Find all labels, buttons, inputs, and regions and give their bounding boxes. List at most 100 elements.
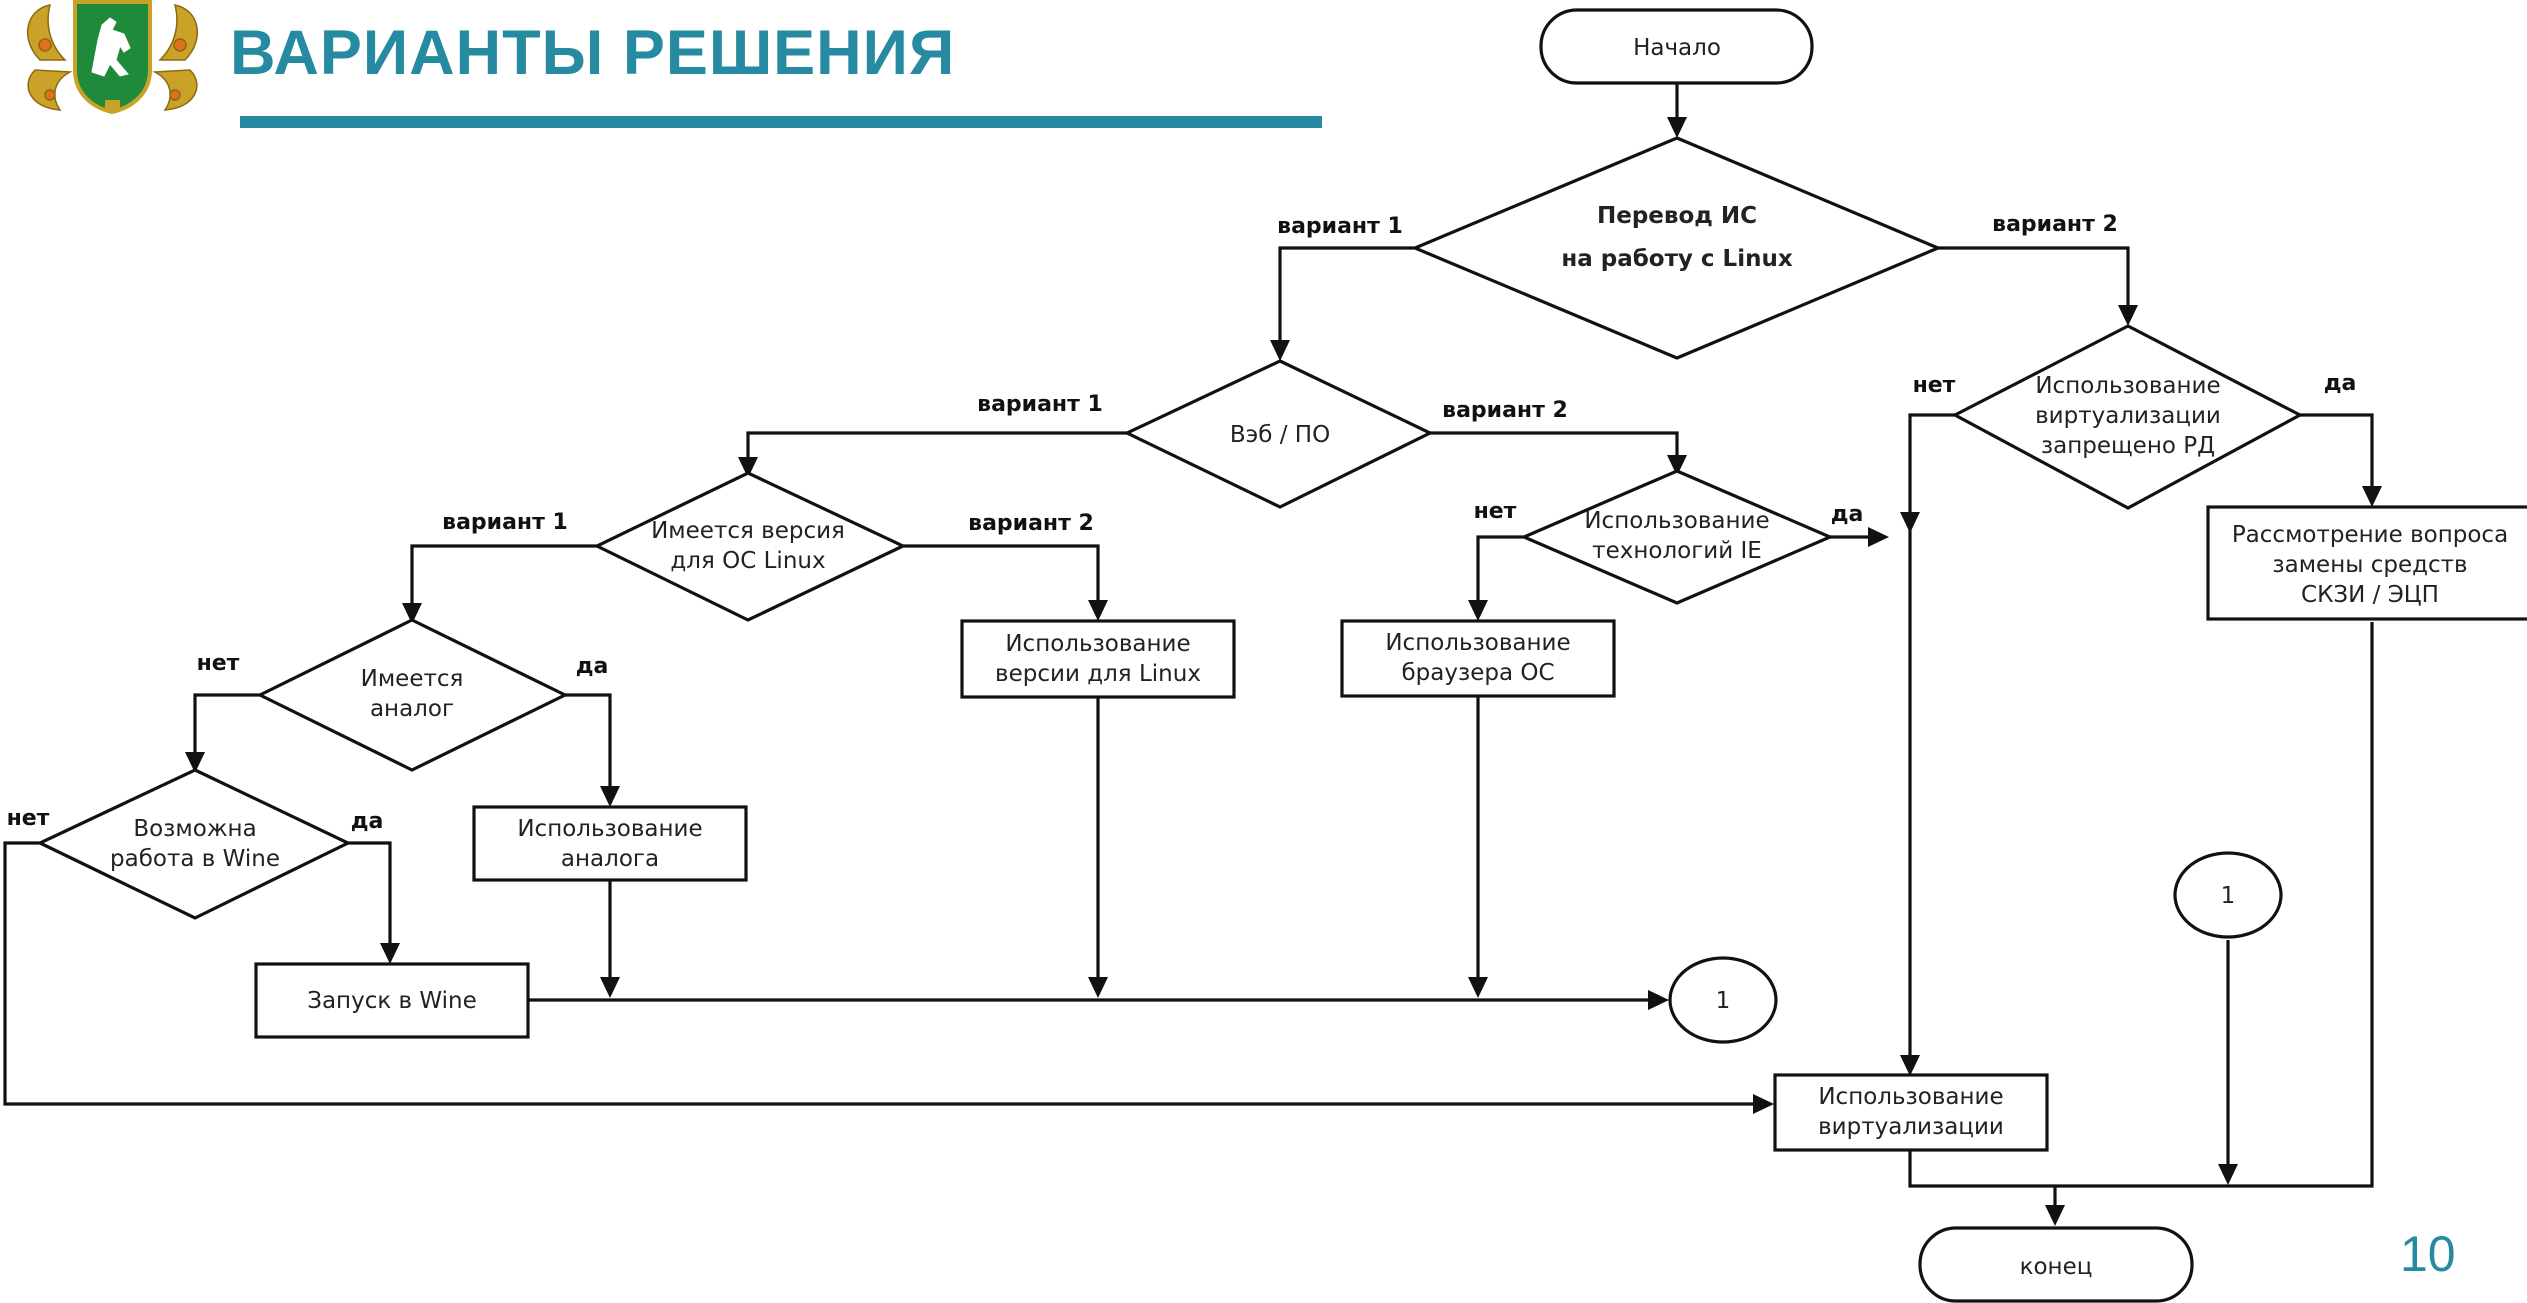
arrowhead [1667, 117, 1687, 138]
arrowhead [1468, 600, 1488, 621]
edge-linux-use-version [903, 544, 1100, 606]
os-browser-label-line1: Использование [1385, 630, 1570, 656]
edge-label-ie-yes: да [1831, 502, 1864, 527]
edge-label-virt-no: нет [1913, 373, 1956, 398]
web-sw-label: Вэб / ПО [1230, 422, 1330, 448]
connector-b-label: 1 [2221, 883, 2236, 909]
arrowhead [600, 977, 620, 998]
ie-decision [1519, 469, 1835, 605]
transfer-decision [1410, 136, 1943, 360]
os-browser-box [1340, 619, 1616, 698]
edge-web-ie [1430, 431, 1679, 455]
edge-label-transfer-v2: вариант 2 [1992, 212, 2118, 237]
arrowhead [1753, 1094, 1774, 1114]
edge-label-web-v2: вариант 2 [1442, 398, 1568, 423]
edge-virt-forbidden-yes [2300, 413, 2374, 495]
edge-label-linux-v1: вариант 1 [442, 510, 568, 535]
page-title: ВАРИАНТЫ РЕШЕНИЯ [230, 18, 956, 88]
edge-label-virt-yes: да [2324, 371, 2357, 396]
edge-wine-q-use-virt [3, 841, 1758, 1106]
edge-transfer-virt-forbidden [1938, 246, 2130, 305]
edge-label-wine-no: нет [7, 806, 50, 831]
web-sw-decision [1123, 359, 1434, 509]
use-analog-box [472, 805, 748, 882]
use-virt-label-line1: Использование [1818, 1084, 2003, 1110]
virt-forbidden-decision [1951, 324, 2304, 510]
end-terminator [1918, 1226, 2194, 1303]
arrowhead [2045, 1205, 2065, 1226]
use-analog-label-line1: Использование [517, 816, 702, 842]
arrowhead [1648, 990, 1669, 1010]
edge-label-analog-no: нет [197, 651, 240, 676]
ie-label-line1: Использование [1584, 508, 1769, 534]
arrowhead [1667, 455, 1687, 476]
use-virt-box [1773, 1073, 2049, 1152]
ie-label-line2: технологий IE [1592, 538, 1762, 564]
title-underline [240, 116, 1322, 128]
skzi-label-line2: замены средств [2272, 552, 2467, 578]
arrowhead [1468, 977, 1488, 998]
use-analog-label-line2: аналога [561, 846, 659, 872]
edge-ie-os-browser [1476, 535, 1524, 610]
analog-label-line1: Имеется [361, 666, 464, 692]
virt-forbidden-label-line3: запрещено РД [2041, 433, 2215, 459]
arrowhead [738, 457, 758, 478]
wine-decision [36, 768, 352, 920]
connector-a-label: 1 [1716, 988, 1731, 1014]
arrowhead [1900, 512, 1920, 533]
wine-launch-label: Запуск в Wine [307, 988, 477, 1014]
edge-analog-use-analog [565, 693, 612, 794]
edge-label-wine-yes: да [351, 809, 384, 834]
arrowhead [185, 752, 205, 773]
edge-linux-analog [410, 544, 597, 603]
arrowhead [1270, 340, 1290, 361]
edge-virt-forbidden-no [1908, 413, 1955, 1060]
edge-label-analog-yes: да [576, 654, 609, 679]
use-linux-version-box [960, 619, 1236, 699]
start-label: Начало [1633, 35, 1721, 61]
arrowhead [1900, 1055, 1920, 1076]
edge-label-linux-v2: вариант 2 [968, 511, 1094, 536]
edge-label-web-v1: вариант 1 [977, 392, 1103, 417]
page-number: 10 [2400, 1226, 2456, 1282]
arrowhead [2362, 486, 2382, 507]
linux-version-label-line2: для ОС Linux [670, 548, 825, 574]
transfer-label-line2: на работу с Linux [1561, 246, 1793, 272]
analog-label-line2: аналог [370, 696, 454, 722]
edge-analog-wine-q [193, 693, 260, 752]
virt-forbidden-label-line2: виртуализации [2035, 403, 2221, 429]
edge-label-ie-no: нет [1474, 499, 1517, 524]
end-label: конец [2020, 1254, 2093, 1280]
wine-q-label-line1: Возможна [133, 816, 256, 842]
edge-web-linux-version [746, 431, 1127, 457]
connector-a [1668, 956, 1778, 1044]
arrowhead [1088, 977, 1108, 998]
coat-of-arms-logo [20, 0, 205, 115]
skzi-label-line1: Рассмотрение вопроса [2232, 522, 2508, 548]
arrowhead [402, 603, 422, 624]
wine-q-label-line2: работа в Wine [110, 846, 280, 872]
use-linux-version-label-line2: версии для Linux [995, 661, 1201, 687]
edge-transfer-web [1278, 246, 1415, 340]
transfer-label-line1: Перевод ИС [1597, 203, 1757, 229]
arrowhead [380, 943, 400, 964]
skzi-label-line3: СКЗИ / ЭЦП [2301, 582, 2439, 608]
arrowhead [1868, 527, 1889, 547]
skzi-box [2206, 505, 2527, 621]
arrowhead [1088, 600, 1108, 621]
arrowhead [600, 786, 620, 807]
arrowhead [2118, 305, 2138, 326]
virt-forbidden-label-line1: Использование [2035, 373, 2220, 399]
edge-wine-q-launch [348, 841, 392, 954]
wine-launch-box [254, 962, 530, 1039]
edge-use-virt-end [1908, 622, 2374, 1188]
edge-label-transfer-v1: вариант 1 [1277, 214, 1403, 239]
arrowhead [2218, 1164, 2238, 1185]
use-linux-version-label-line1: Использование [1005, 631, 1190, 657]
os-browser-label-line2: браузера ОС [1401, 660, 1554, 686]
start-terminator [1539, 8, 1814, 85]
connector-b [2173, 851, 2283, 939]
linux-version-label-line1: Имеется версия [651, 518, 845, 544]
analog-decision [256, 618, 569, 772]
